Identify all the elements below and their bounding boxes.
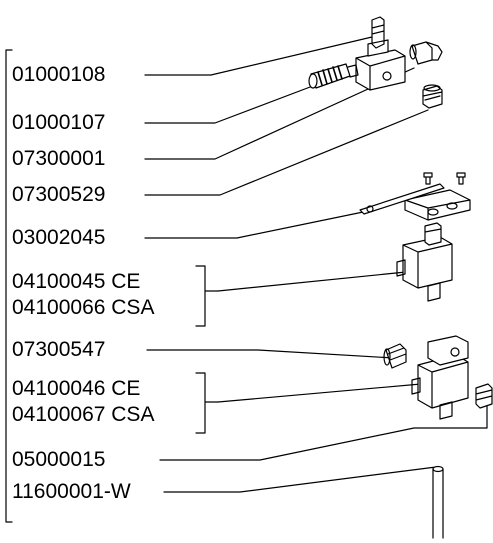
outer-bracket bbox=[5, 49, 13, 523]
tube bbox=[432, 465, 444, 539]
part-number-04100046-ce: 04100046 CE bbox=[12, 377, 141, 400]
screws bbox=[423, 172, 466, 185]
valve-block-body bbox=[355, 49, 406, 91]
pump-2-bottom bbox=[439, 401, 453, 420]
pump-2-side-pin bbox=[411, 377, 421, 395]
valve-block-port bbox=[382, 71, 392, 81]
fitting-05000015 bbox=[475, 383, 493, 409]
part-number-07300547: 07300547 bbox=[12, 338, 106, 361]
part-number-03002045: 03002045 bbox=[12, 226, 106, 249]
muffler bbox=[308, 63, 359, 89]
pump-2 bbox=[411, 335, 469, 420]
mounting-bracket-hole-1 bbox=[427, 208, 439, 216]
screw-left bbox=[423, 172, 433, 185]
mounting-bracket-plate bbox=[404, 189, 471, 221]
part-number-05000015: 05000015 bbox=[12, 448, 106, 471]
screw-right bbox=[456, 172, 466, 185]
elbow-fitting-body bbox=[411, 41, 443, 65]
part-number-01000108: 01000108 bbox=[12, 63, 106, 86]
part-number-04100067-csa: 04100067 CSA bbox=[12, 403, 155, 426]
pump-2-body bbox=[417, 354, 469, 409]
part-number-11600001-w: 11600001-W bbox=[12, 480, 131, 503]
part-number-01000107: 01000107 bbox=[12, 111, 106, 134]
leader-07300001 bbox=[144, 67, 415, 160]
leader-01000108 bbox=[144, 36, 373, 76]
pump-1-bottom bbox=[427, 282, 441, 302]
pump-1-top-fitting bbox=[424, 222, 442, 246]
pump-1 bbox=[396, 222, 453, 302]
muffler-thread bbox=[347, 64, 359, 78]
mounting-bracket-stud bbox=[366, 205, 374, 213]
leader-03002045 bbox=[144, 210, 369, 239]
muffler-ribs bbox=[317, 65, 343, 86]
mounting-bracket-arm bbox=[359, 183, 445, 215]
fitting-07300547-end bbox=[383, 348, 391, 366]
elbow-fitting-end bbox=[409, 44, 417, 60]
leader-04100045 bbox=[217, 271, 407, 292]
mounting-bracket bbox=[359, 183, 471, 221]
tube-body bbox=[432, 468, 444, 539]
leader-04100046 bbox=[217, 383, 422, 403]
part-number-07300529: 07300529 bbox=[12, 183, 106, 206]
leader-05000015 bbox=[159, 397, 488, 461]
fitting-07300547-body bbox=[385, 343, 407, 369]
part-number-04100066-csa: 04100066 CSA bbox=[12, 296, 155, 319]
leader-01000107 bbox=[144, 83, 319, 124]
pump-2-port bbox=[450, 347, 460, 357]
straight-fitting-body bbox=[422, 85, 443, 109]
part-number-04100045-ce: 04100045 CE bbox=[12, 270, 141, 293]
leader-07300529 bbox=[144, 109, 429, 196]
fitting-05000015-body bbox=[475, 383, 493, 409]
valve-block bbox=[355, 16, 406, 91]
muffler-end bbox=[308, 73, 318, 89]
bracket-pump-1 bbox=[195, 265, 219, 327]
straight-fitting bbox=[422, 84, 443, 109]
straight-fitting-top bbox=[423, 84, 441, 92]
leader-11600001 bbox=[163, 466, 437, 493]
part-number-07300001: 07300001 bbox=[12, 147, 106, 170]
valve-block-fitting bbox=[367, 16, 389, 57]
tube-top bbox=[432, 465, 444, 473]
elbow-fitting bbox=[409, 41, 443, 65]
leader-07300547 bbox=[146, 349, 395, 359]
pump-1-body bbox=[402, 236, 453, 289]
leader-lines bbox=[144, 36, 488, 493]
pump-1-side-pin bbox=[396, 259, 406, 277]
bracket-pump-2 bbox=[195, 372, 219, 434]
pump-2-head bbox=[427, 335, 469, 366]
fitting-07300547 bbox=[383, 343, 407, 369]
mounting-bracket-hole-2 bbox=[446, 202, 458, 210]
